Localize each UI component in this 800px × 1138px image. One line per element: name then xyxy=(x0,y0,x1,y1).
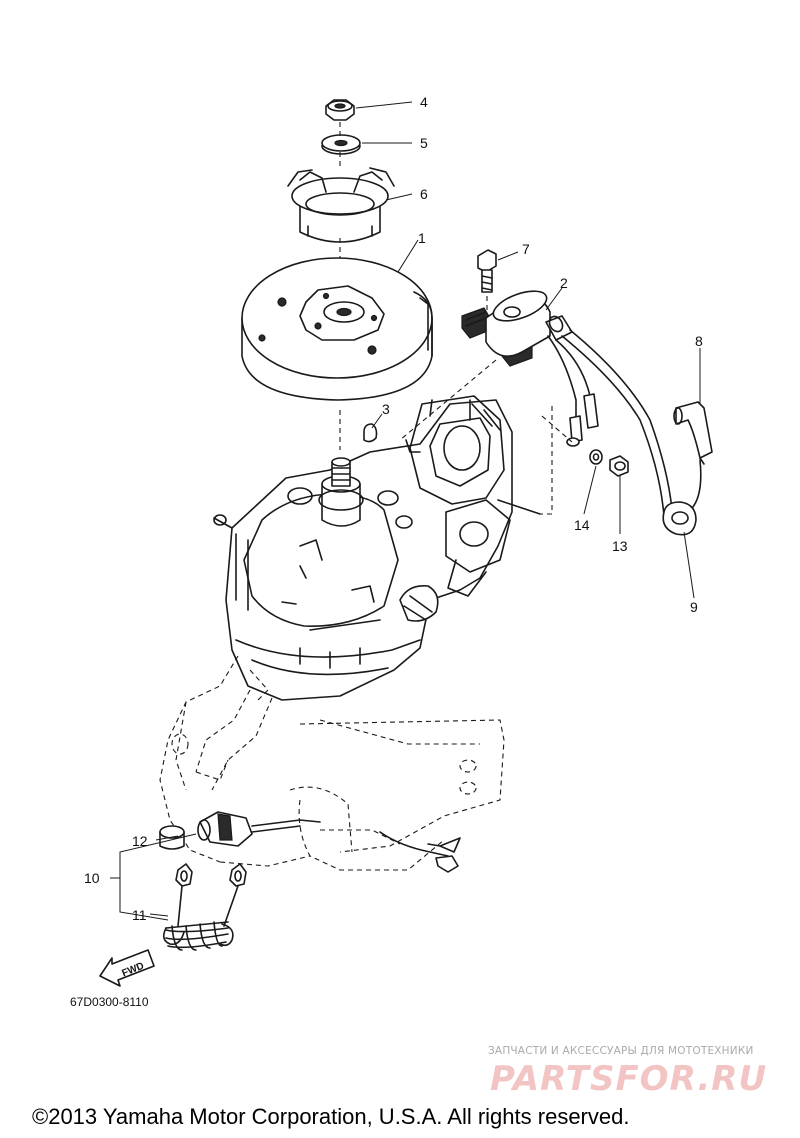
fwd-direction-arrow xyxy=(99,949,155,987)
part-14-washer xyxy=(589,449,603,465)
callout-2: 2 xyxy=(560,275,568,291)
part-4-nut xyxy=(325,99,355,121)
part-13-screw xyxy=(609,455,629,477)
watermark-tagline: ЗАПЧАСТИ И АКСЕССУАРЫ ДЛЯ МОТОТЕХНИКИ xyxy=(488,1045,754,1057)
powerhead-assembly xyxy=(213,395,541,701)
part-7-bolt xyxy=(477,249,497,312)
high-tension-lead xyxy=(561,329,702,530)
part-8-spark-plug-cap xyxy=(673,401,713,465)
callout-7: 7 xyxy=(522,241,530,257)
callout-3: 3 xyxy=(382,401,390,417)
callout-6: 6 xyxy=(420,186,428,202)
callout-11: 11 xyxy=(132,907,147,923)
watermark-logo: PARTSFOR.RU xyxy=(490,1059,767,1099)
copyright-notice: ©2013 Yamaha Motor Corporation, U.S.A. A… xyxy=(32,1104,629,1129)
part-11-lanyard xyxy=(162,863,247,951)
diagram-code: 67D0300-8110 xyxy=(70,995,149,1009)
part-6-starter-pulley xyxy=(287,167,395,243)
callout-13: 13 xyxy=(612,538,628,554)
part-10-engine-stop-switch xyxy=(197,811,461,873)
callout-8: 8 xyxy=(695,333,703,349)
part-12-switch-cap xyxy=(159,825,185,850)
part-9-grommet xyxy=(662,501,697,536)
callout-9: 9 xyxy=(690,599,698,615)
part-2-ignition-coil xyxy=(461,290,599,447)
part-3-woodruff-key xyxy=(363,423,378,443)
callout-leaders xyxy=(110,101,701,921)
callout-10: 10 xyxy=(84,870,100,886)
callout-14: 14 xyxy=(574,517,590,533)
callout-12: 12 xyxy=(132,833,148,849)
callout-4: 4 xyxy=(420,94,428,110)
callout-5: 5 xyxy=(420,135,428,151)
part-1-flywheel-magnet xyxy=(241,257,433,401)
part-5-washer xyxy=(321,134,361,155)
callout-1: 1 xyxy=(418,230,426,246)
